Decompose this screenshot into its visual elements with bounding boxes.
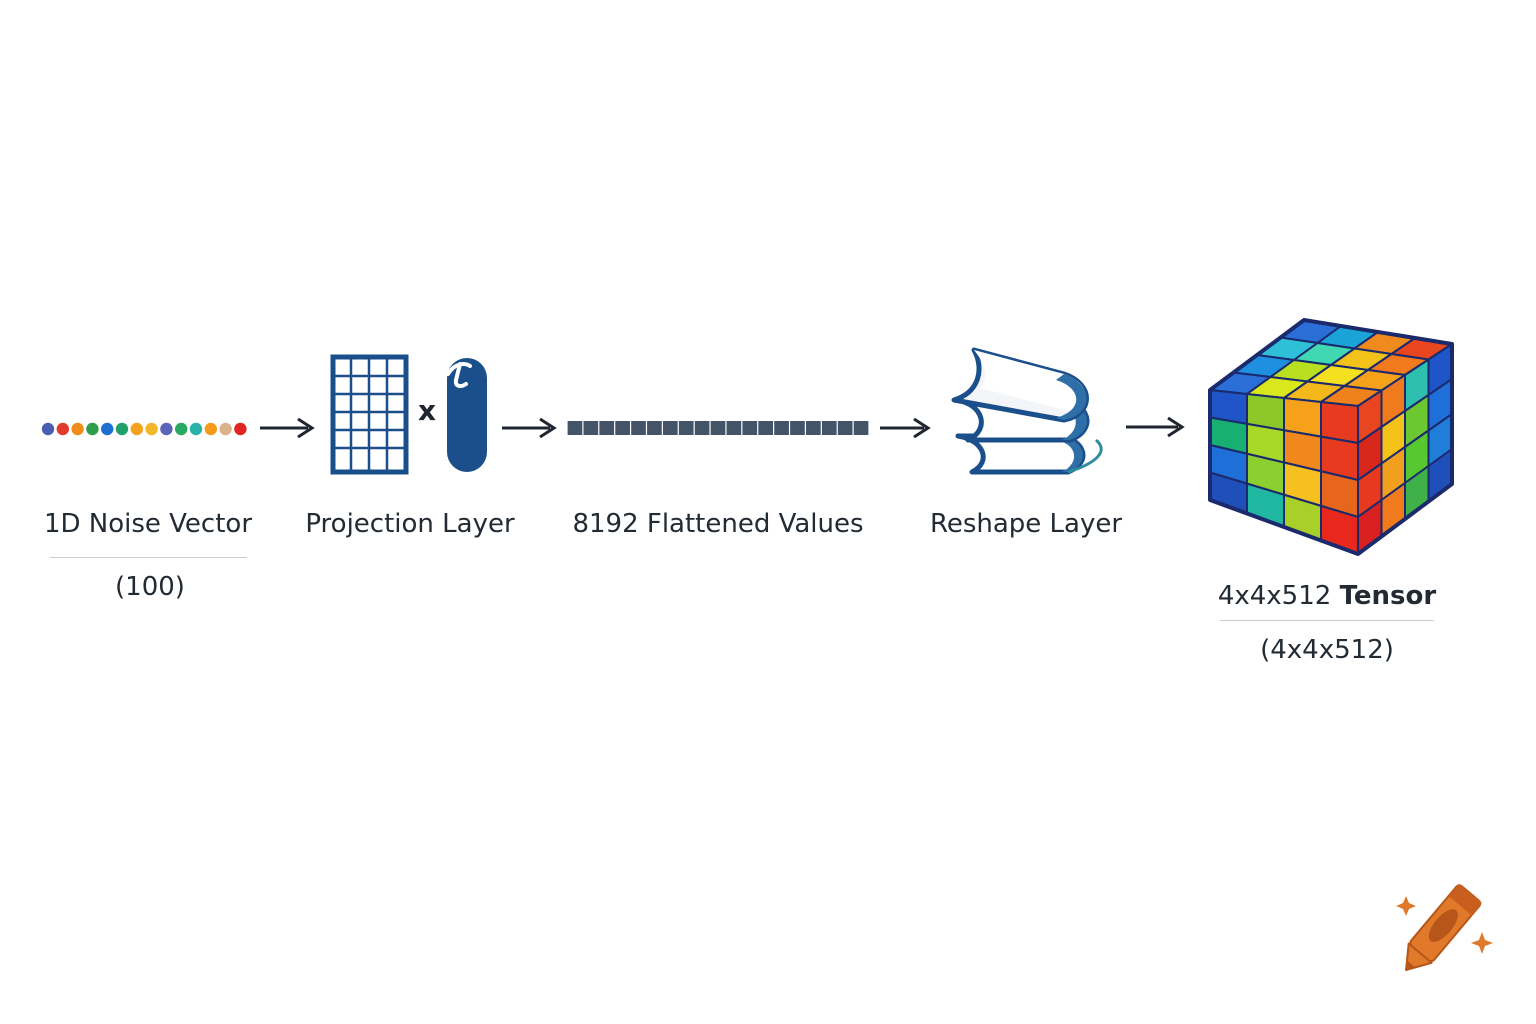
noise-dot xyxy=(234,422,247,436)
tensor-outline xyxy=(1208,318,1454,556)
noise-dot xyxy=(101,422,114,436)
tensor-divider xyxy=(1220,620,1434,621)
noise-dot xyxy=(160,422,173,436)
noise-dot xyxy=(219,422,232,436)
multiply-operator: x xyxy=(417,394,437,427)
arrow-right-icon xyxy=(880,417,931,439)
arrow-right-icon xyxy=(1126,416,1185,438)
noise-dot xyxy=(130,422,143,436)
flattened-segment xyxy=(647,421,662,435)
projection-layer-label: Projection Layer xyxy=(305,509,515,539)
flattened-segment xyxy=(821,421,837,435)
flattened-values-bar xyxy=(567,421,869,435)
flattened-segment xyxy=(583,421,599,435)
tensor-shape: (4x4x512) xyxy=(1260,635,1394,665)
tensor-label-bold: Tensor xyxy=(1339,581,1437,611)
flattened-segment xyxy=(726,421,742,435)
flattened-segment xyxy=(742,421,758,435)
tensor-label-prefix: 4x4x512 xyxy=(1217,581,1340,611)
grid-matrix-icon xyxy=(330,354,409,475)
flattened-segment xyxy=(774,421,789,435)
noise-dot xyxy=(145,422,158,436)
noise-vector-shape: (100) xyxy=(115,572,185,602)
flattened-segment xyxy=(615,421,630,435)
flattened-segment xyxy=(758,421,774,435)
flattened-segment xyxy=(599,421,615,435)
flattened-segment xyxy=(631,421,646,435)
noise-dot xyxy=(71,422,84,436)
flattened-segment xyxy=(790,421,805,435)
flattened-segment xyxy=(662,421,678,435)
colored-cube-icon xyxy=(1208,318,1454,556)
noise-vector-divider xyxy=(50,557,247,558)
reshape-layer-label: Reshape Layer xyxy=(929,509,1123,539)
stacked-books-icon xyxy=(951,347,1103,475)
flattened-values-label: 8192 Flattened Values xyxy=(572,509,864,539)
noise-vector-label: 1D Noise Vector xyxy=(43,509,253,539)
noise-dot xyxy=(56,422,69,436)
vector-pill-icon xyxy=(446,358,487,472)
arrow-right-icon xyxy=(502,417,557,439)
crayon-icon xyxy=(1396,883,1493,972)
noise-dot xyxy=(115,422,129,436)
flattened-segment xyxy=(710,421,726,435)
tensor-label: 4x4x512 Tensor xyxy=(1196,580,1458,612)
noise-dot xyxy=(41,422,55,436)
noise-dot xyxy=(175,422,188,436)
noise-dot xyxy=(189,422,203,436)
arrow-right-icon xyxy=(260,417,315,439)
flattened-segment xyxy=(837,421,853,435)
flattened-segment xyxy=(853,421,869,435)
noise-dot xyxy=(204,422,217,436)
flattened-segment xyxy=(567,421,583,435)
noise-dot xyxy=(86,422,99,436)
flattened-segment xyxy=(678,421,694,435)
noise-vector-dots xyxy=(41,422,247,436)
flattened-segment xyxy=(694,421,710,435)
flattened-segment xyxy=(806,421,821,435)
